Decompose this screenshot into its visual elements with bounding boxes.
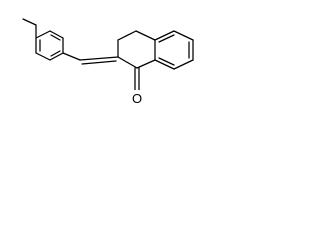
bond [49,30,64,39]
bond [35,30,51,39]
bond [135,30,156,41]
benzene-ring-left [35,30,64,61]
bond [35,52,51,61]
methylidene-linker [62,52,119,65]
exocyclic-double-bond [81,60,117,65]
double-bond-inner [158,34,175,43]
cyclohexanone-ring [117,30,156,69]
ethyl-group [22,18,37,39]
exocyclic-double-bond [79,56,119,61]
bond [22,18,37,26]
bond [173,30,194,41]
carbonyl-group [134,67,140,91]
bond [117,30,137,41]
oxygen-atom-label: O [132,91,142,106]
bond [154,30,175,41]
double-bond-inner [158,57,175,66]
double-bond-inner [50,34,61,41]
oxygen-label-mask [130,90,144,106]
bond [62,52,81,61]
bond [136,59,156,69]
bond [173,59,194,70]
bond [117,56,138,69]
benzene-ring-right [154,30,194,70]
bond [154,59,175,70]
bond [49,52,64,61]
double-bond-inner [50,50,61,57]
chemical-structure-diagram: O [22,18,194,106]
